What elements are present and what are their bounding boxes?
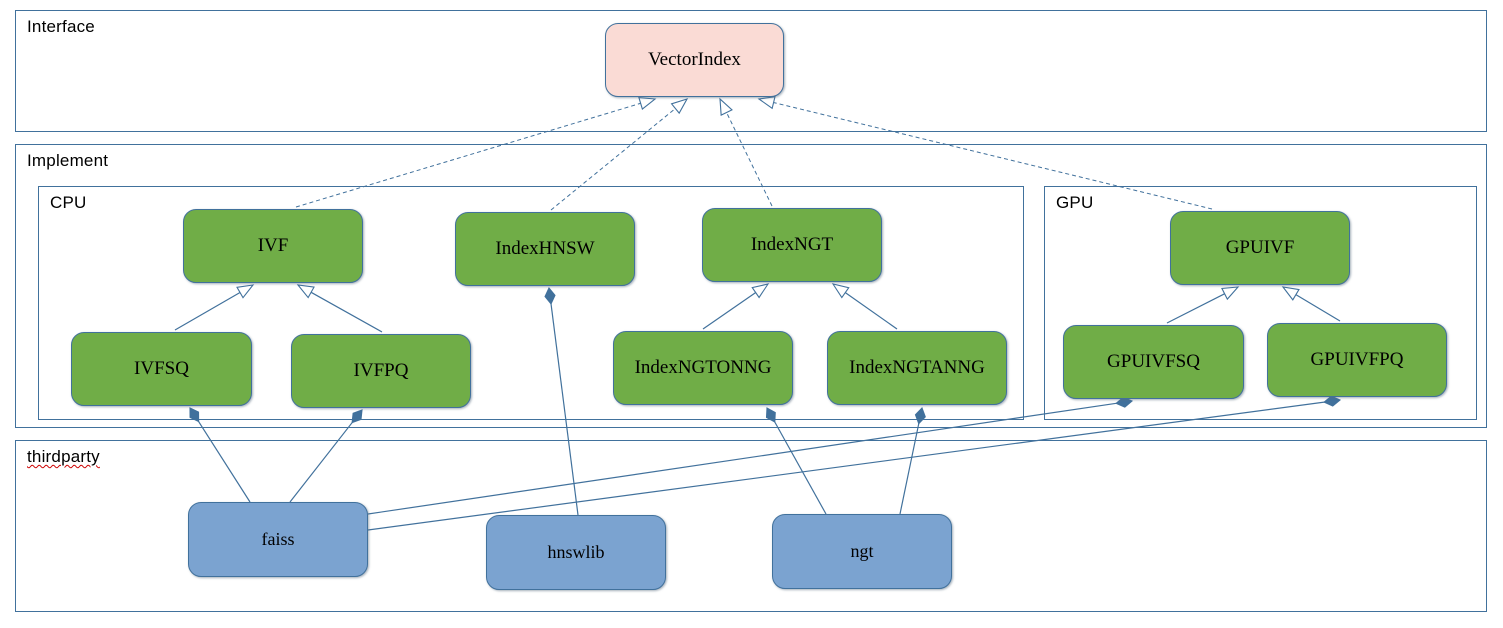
node-ivfpq[interactable]: IVFPQ — [291, 334, 471, 408]
node-gpuivf[interactable]: GPUIVF — [1170, 211, 1350, 285]
node-indexngtanng[interactable]: IndexNGTANNG — [827, 331, 1007, 405]
node-faiss[interactable]: faiss — [188, 502, 368, 577]
group-label-gpu: GPU — [1056, 193, 1094, 212]
edge-gpuivfsq-to-gpuivf — [1166, 286, 1240, 324]
edge-ngt-to-indexngtanng — [899, 406, 926, 515]
edge-indexngt-to-vectorindex — [719, 97, 773, 207]
node-label-indexngt: IndexNGT — [750, 234, 834, 255]
group-box-thirdparty — [15, 440, 1487, 612]
node-ngt[interactable]: ngt — [772, 514, 952, 589]
group-box-cpu — [38, 186, 1024, 420]
node-gpuivfpq[interactable]: GPUIVFPQ — [1267, 323, 1447, 397]
node-label-indexngtonng: IndexNGTONNG — [634, 357, 772, 378]
node-ivf[interactable]: IVF — [183, 209, 363, 283]
node-indexhnsw[interactable]: IndexHNSW — [455, 212, 635, 286]
group-box-gpu — [1044, 186, 1477, 420]
edge-faiss-to-ivfsq — [189, 407, 251, 503]
node-label-indexhnsw: IndexHNSW — [495, 238, 595, 259]
node-label-ivfsq: IVFSQ — [134, 358, 189, 379]
node-label-indexngtanng: IndexNGTANNG — [849, 357, 985, 378]
node-gpuivfsq[interactable]: GPUIVFSQ — [1063, 325, 1244, 399]
group-box-implement — [15, 144, 1487, 428]
edge-ivfsq-to-ivf — [174, 284, 255, 331]
node-label-hnswlib: hnswlib — [547, 542, 605, 562]
group-box-interface — [15, 10, 1487, 132]
node-label-faiss: faiss — [261, 529, 295, 549]
edge-indexngtanng-to-indexngt — [831, 283, 898, 330]
edge-gpuivf-to-vectorindex — [757, 96, 1213, 210]
edge-faiss-to-gpuivfsq — [367, 396, 1134, 515]
node-ivfsq[interactable]: IVFSQ — [71, 332, 252, 406]
edge-hnswlib-to-indexhnsw — [544, 286, 579, 516]
edge-ivfpq-to-ivf — [296, 284, 383, 333]
node-label-vectorindex: VectorIndex — [648, 49, 741, 70]
node-label-gpuivf: GPUIVF — [1225, 237, 1295, 258]
group-label-implement: Implement — [27, 151, 109, 170]
node-label-gpuivfpq: GPUIVFPQ — [1310, 349, 1404, 370]
node-label-ivfpq: IVFPQ — [353, 360, 409, 381]
edge-faiss-to-ivfpq — [289, 409, 363, 503]
node-label-ivf: IVF — [257, 235, 289, 256]
group-label-interface: Interface — [27, 17, 95, 36]
node-label-gpuivfsq: GPUIVFSQ — [1107, 351, 1200, 372]
edge-indexngtonng-to-indexngt — [702, 283, 770, 330]
node-indexngtonng[interactable]: IndexNGTONNG — [613, 331, 793, 405]
group-label-thirdparty: thirdparty — [27, 447, 100, 466]
node-indexngt[interactable]: IndexNGT — [702, 208, 882, 282]
group-label-cpu: CPU — [50, 193, 87, 212]
edge-gpuivfpq-to-gpuivf — [1281, 286, 1341, 322]
edge-faiss-to-gpuivfpq — [367, 395, 1342, 531]
node-vectorindex[interactable]: VectorIndex — [605, 23, 784, 97]
node-label-ngt: ngt — [850, 541, 874, 561]
edge-indexhnsw-to-vectorindex — [550, 98, 689, 211]
edge-ngt-to-indexngtonng — [765, 407, 827, 515]
edge-ivf-to-vectorindex — [295, 96, 657, 208]
node-hnswlib[interactable]: hnswlib — [486, 515, 666, 590]
